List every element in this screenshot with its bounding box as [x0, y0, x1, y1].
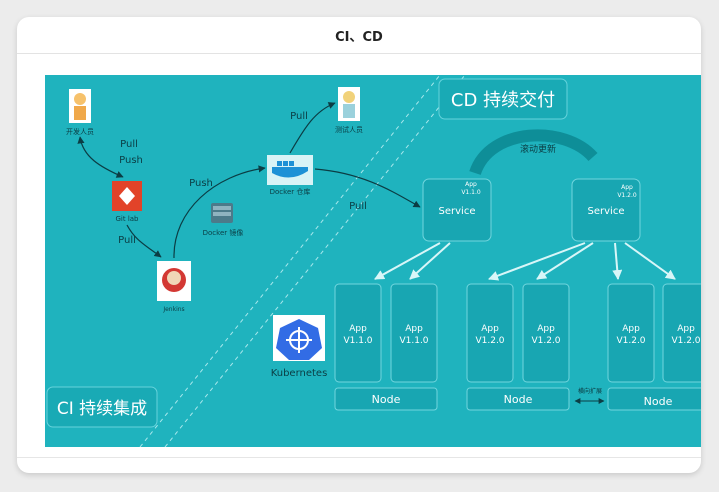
gitlab-icon: [112, 181, 142, 211]
pod-app-label: App: [622, 324, 640, 334]
git-jenkins-arrow: [126, 224, 162, 258]
pod-app-label: App: [537, 324, 555, 334]
docker-registry-icon: [267, 155, 313, 185]
service-version-label: V1.1.0: [461, 189, 481, 196]
rolling-update-label: 滚动更新: [520, 143, 556, 155]
node-3: Node: [607, 387, 701, 411]
registry-tester-pull-label: Pull: [290, 111, 308, 122]
ci-cd-diagram: CD 持续交付 滚动更新 开发人员 测试人员: [45, 75, 701, 447]
registry-service-pull-label: Pull: [349, 201, 367, 212]
service-pod-arrows: [374, 242, 676, 281]
docker-image-label: Docker 镜像: [203, 228, 244, 237]
pod-v110-b: App V1.1.0: [390, 283, 438, 383]
ci-title-box: [46, 386, 158, 428]
service-v120: App V1.2.0 Service: [571, 178, 641, 242]
rolling-update-arc: [469, 129, 598, 176]
pod-v120-a: App V1.2.0: [466, 283, 514, 383]
docker-registry-label: Docker 仓库: [270, 187, 311, 196]
cd-title-box: [438, 78, 568, 120]
developer-icon: [69, 89, 91, 123]
pod-app-label: App: [481, 324, 499, 334]
developer-label: 开发人员: [66, 127, 94, 136]
horizontal-scale-label: 横向扩展: [578, 387, 602, 395]
gitlab-label: Git lab: [115, 215, 139, 223]
node-label: Node: [644, 395, 673, 408]
kubernetes-icon: [273, 315, 325, 361]
service-version-label: V1.2.0: [617, 192, 637, 199]
pod-v120-c: App V1.2.0: [607, 283, 655, 383]
pod-version-label: V1.2.0: [531, 336, 560, 346]
kubernetes-label: Kubernetes: [271, 368, 328, 379]
pod-version-label: V1.1.0: [399, 336, 428, 346]
node-1: Node: [334, 387, 438, 411]
service-app-label: App: [465, 181, 477, 188]
dev-git-push-label: Push: [119, 155, 143, 166]
jenkins-registry-push-label: Push: [189, 178, 213, 189]
jenkins-registry-arrow: [173, 165, 266, 259]
pod-app-label: App: [677, 324, 695, 334]
pod-v120-d: App V1.2.0: [662, 283, 701, 383]
dev-git-pull-label: Pull: [120, 139, 138, 150]
cd-title: CD 持续交付: [451, 90, 555, 111]
pod-version-label: V1.2.0: [616, 336, 645, 346]
service-v110: App V1.1.0 Service: [422, 178, 492, 242]
jenkins-label: Jenkins: [162, 306, 184, 313]
service-label: Service: [439, 206, 476, 217]
pod-version-label: V1.2.0: [671, 336, 700, 346]
docker-image-icon: [211, 203, 233, 223]
service-label: Service: [588, 206, 625, 217]
tester-icon: [338, 87, 360, 121]
pod-v110-a: App V1.1.0: [334, 283, 382, 383]
dev-git-arrow: [77, 136, 124, 178]
node-label: Node: [372, 393, 401, 406]
jenkins-icon: [157, 261, 191, 301]
card-footer: [17, 457, 701, 473]
pod-app-label: App: [349, 324, 367, 334]
node-label: Node: [504, 393, 533, 406]
slide-card: CI、CD CD 持续交付 滚动更新: [17, 17, 701, 473]
pod-version-label: V1.2.0: [475, 336, 504, 346]
tester-label: 测试人员: [335, 125, 363, 134]
registry-service-arrow: [314, 168, 421, 208]
node-2: Node: [466, 387, 570, 411]
service-app-label: App: [621, 184, 633, 191]
pod-app-label: App: [405, 324, 423, 334]
pod-version-label: V1.1.0: [343, 336, 372, 346]
ci-title: CI 持续集成: [57, 399, 147, 419]
pod-v120-b: App V1.2.0: [522, 283, 570, 383]
registry-tester-arrow: [289, 102, 336, 154]
git-jenkins-pull-label: Pull: [118, 235, 136, 246]
window-title: CI、CD: [17, 17, 701, 54]
